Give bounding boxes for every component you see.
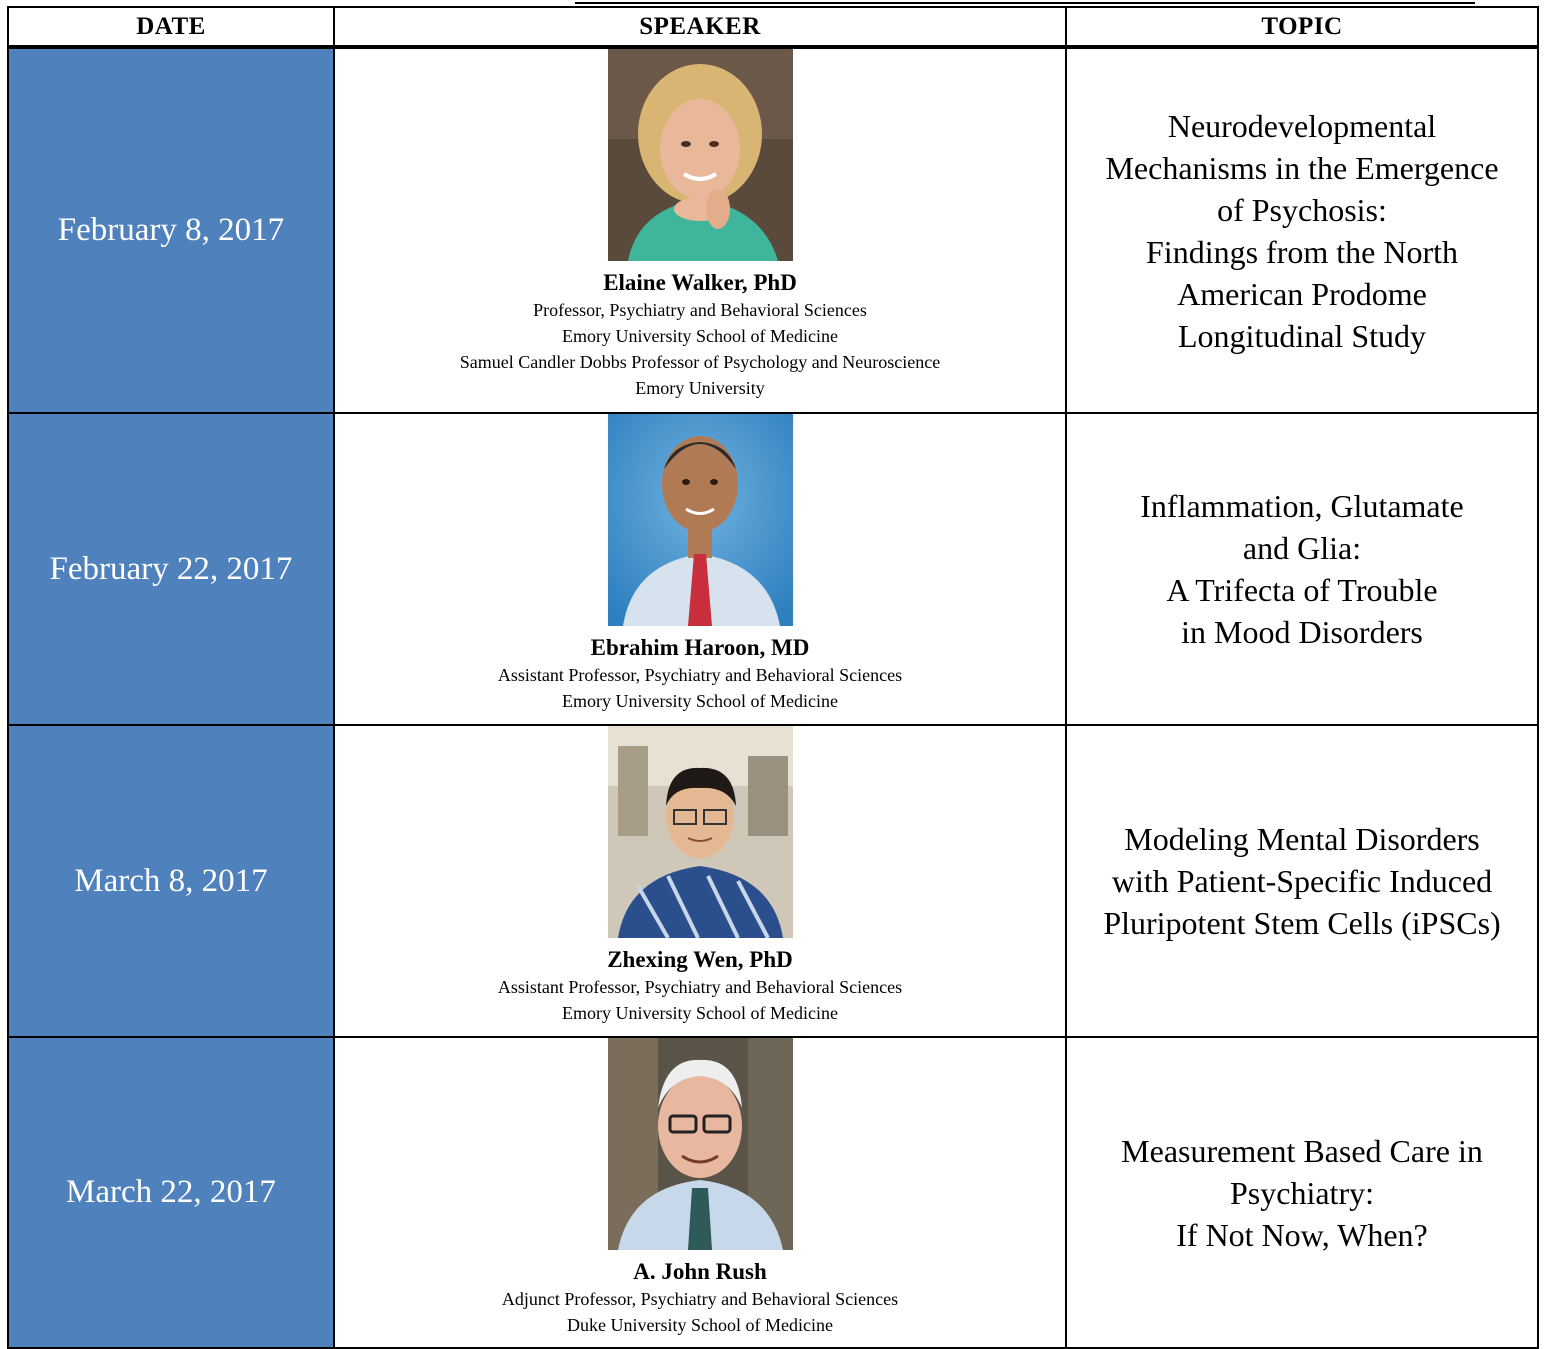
- speaker-affiliation: Emory University School of Medicine: [562, 1003, 838, 1023]
- speaker-cell: Elaine Walker, PhD Professor, Psychiatry…: [333, 46, 1067, 414]
- topic-line: Modeling Mental Disorders: [1124, 821, 1480, 857]
- topic-cell: Neurodevelopmental Mechanisms in the Eme…: [1065, 46, 1539, 414]
- topic-line: and Glia:: [1242, 530, 1362, 566]
- date-cell: March 22, 2017: [7, 1036, 335, 1349]
- topic-line: Measurement Based Care in: [1121, 1132, 1483, 1169]
- table-header-row: DATE SPEAKER TOPIC: [7, 6, 1539, 49]
- topic-cell: Measurement Based Care in Psychiatry: If…: [1065, 1036, 1539, 1349]
- topic-line: Findings from the North: [1146, 233, 1458, 270]
- speaker-photo: [607, 414, 793, 626]
- speaker-affiliation: Samuel Candler Dobbs Professor of Psycho…: [459, 352, 941, 372]
- topic-cell: Inflammation, Glutamate and Glia: A Trif…: [1065, 412, 1539, 726]
- topic-line: Pluripotent Stem Cells (iPSCs): [1103, 905, 1501, 941]
- topic-cell: Modeling Mental Disorders with Patient-S…: [1065, 724, 1539, 1038]
- topic-line: Psychiatry:: [1230, 1174, 1374, 1211]
- table-row: February 22, 2017: [7, 412, 1539, 726]
- header-speaker: SPEAKER: [333, 6, 1067, 49]
- table-row: March 8, 2017: [7, 724, 1539, 1038]
- speaker-name: A. John Rush: [633, 1259, 767, 1284]
- table-row: February 8, 2017: [7, 46, 1539, 414]
- date-cell: March 8, 2017: [7, 724, 335, 1038]
- speaker-name: Ebrahim Haroon, MD: [590, 635, 810, 660]
- seminar-schedule-table: DATE SPEAKER TOPIC February 8, 2017: [7, 6, 1539, 1349]
- date-cell: February 22, 2017: [7, 412, 335, 726]
- speaker-cell: A. John Rush Adjunct Professor, Psychiat…: [333, 1036, 1067, 1349]
- topic-line: American Prodome: [1177, 275, 1427, 312]
- cropped-heading-strip: [0, 0, 1546, 6]
- speaker-name: Zhexing Wen, PhD: [607, 947, 793, 972]
- table-row: March 22, 2017: [7, 1036, 1539, 1349]
- speaker-affiliation: Assistant Professor, Psychiatry and Beha…: [497, 665, 903, 685]
- speaker-affiliation: Assistant Professor, Psychiatry and Beha…: [497, 977, 903, 997]
- speaker-name: Elaine Walker, PhD: [603, 270, 797, 295]
- speaker-cell: Zhexing Wen, PhD Assistant Professor, Ps…: [333, 724, 1067, 1038]
- cropped-heading-underline: [575, 2, 1475, 4]
- speaker-photo: [607, 1038, 793, 1250]
- topic-line: If Not Now, When?: [1176, 1216, 1428, 1253]
- speaker-affiliation: Emory University School of Medicine: [562, 326, 838, 346]
- speaker-cell: Ebrahim Haroon, MD Assistant Professor, …: [333, 412, 1067, 726]
- speaker-affiliation: Emory University School of Medicine: [562, 691, 838, 711]
- topic-line: Mechanisms in the Emergence: [1105, 149, 1499, 186]
- header-date: DATE: [7, 6, 335, 49]
- speaker-photo: [607, 726, 793, 938]
- date-cell: February 8, 2017: [7, 46, 335, 414]
- topic-line: of Psychosis:: [1217, 191, 1387, 228]
- topic-line: Longitudinal Study: [1178, 317, 1426, 354]
- speaker-affiliation: Professor, Psychiatry and Behavioral Sci…: [533, 300, 867, 320]
- header-topic: TOPIC: [1065, 6, 1539, 49]
- speaker-affiliation: Emory University: [635, 378, 765, 398]
- topic-line: Inflammation, Glutamate: [1140, 488, 1464, 524]
- speaker-affiliation: Duke University School of Medicine: [567, 1315, 833, 1335]
- speaker-photo: [607, 49, 793, 261]
- topic-line: with Patient-Specific Induced: [1111, 863, 1493, 899]
- speaker-affiliation: Adjunct Professor, Psychiatry and Behavi…: [501, 1289, 899, 1309]
- topic-line: in Mood Disorders: [1181, 614, 1423, 650]
- topic-line: A Trifecta of Trouble: [1166, 572, 1438, 608]
- topic-line: Neurodevelopmental: [1167, 107, 1437, 144]
